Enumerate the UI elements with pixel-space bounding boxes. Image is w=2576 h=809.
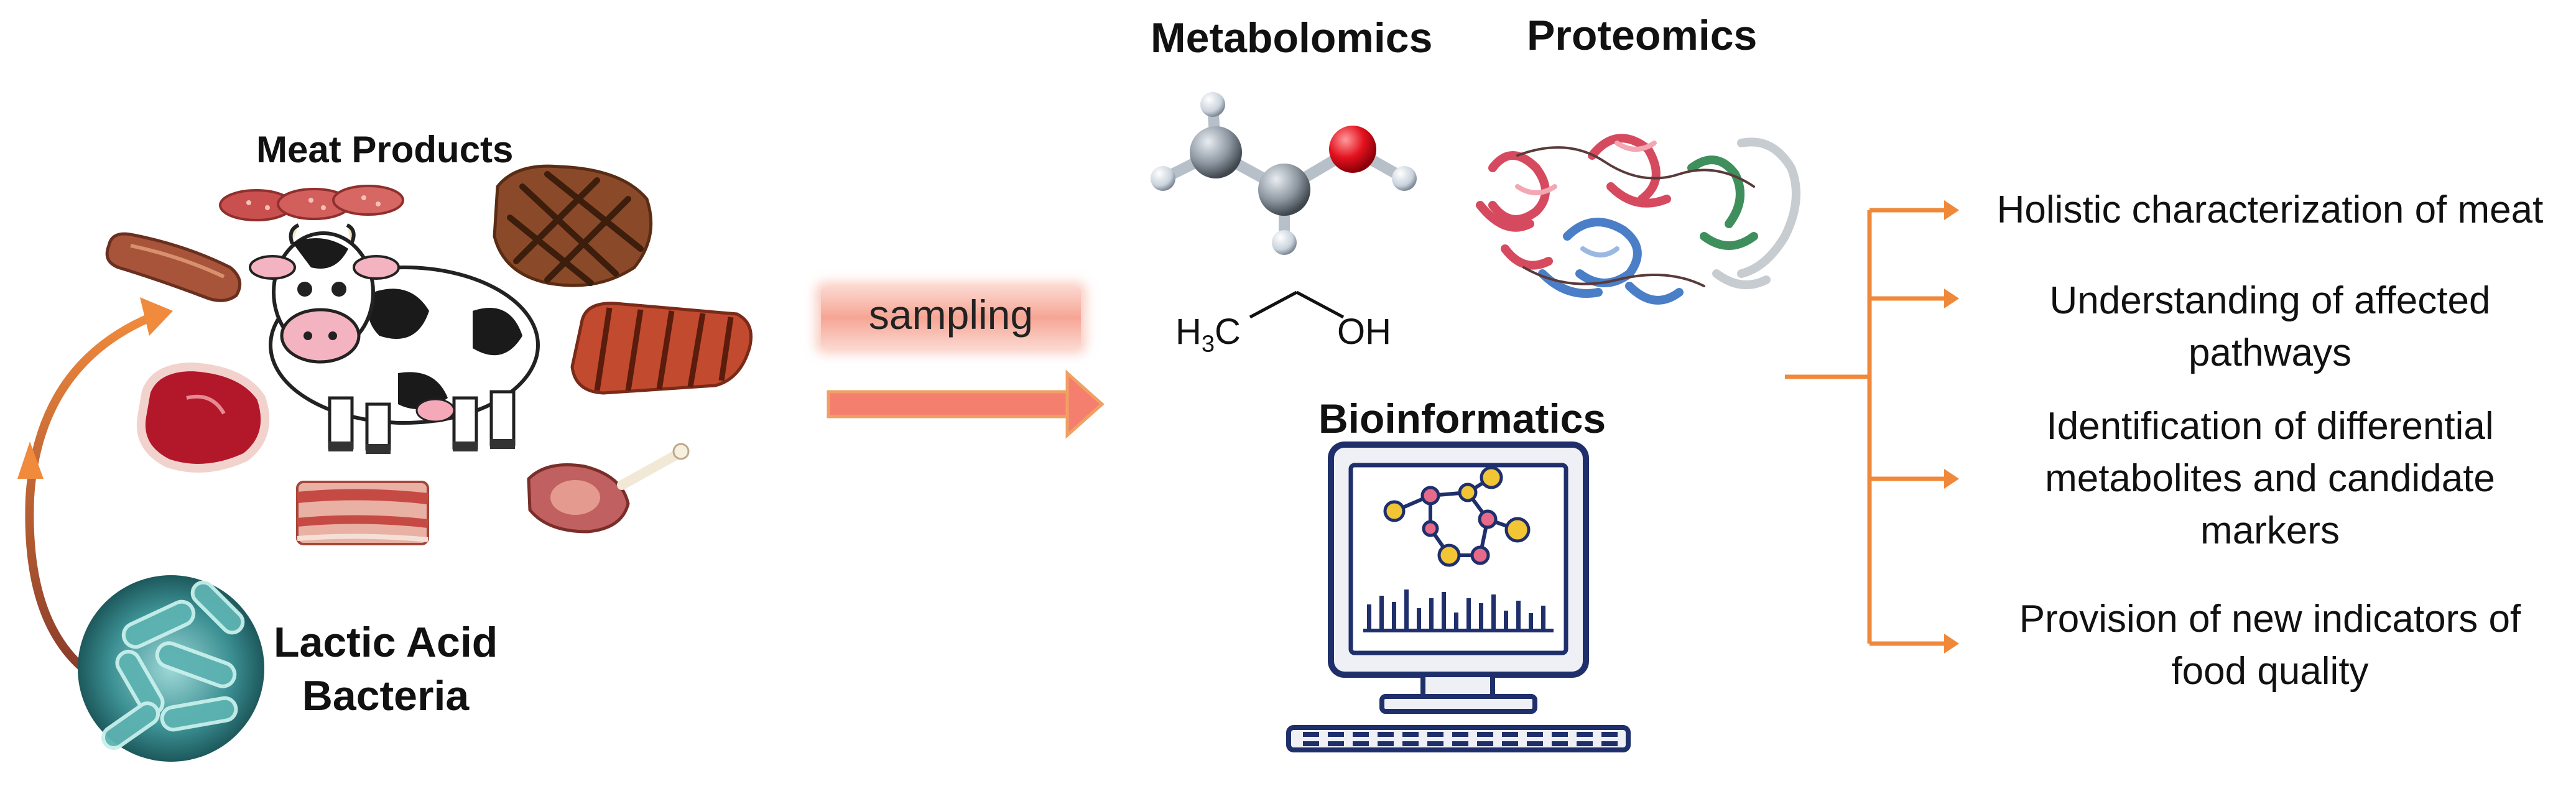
lactic-acid-bacteria-icon	[78, 575, 264, 762]
bacon-icon	[296, 481, 429, 545]
metabolomics-label: Metabolomics	[1151, 14, 1433, 62]
outcome-3: Identification of differential metabolit…	[1971, 400, 2569, 557]
sampling-box	[821, 287, 1081, 348]
bioinformatics-label: Bioinformatics	[1318, 395, 1606, 441]
grilled-slab-icon	[570, 302, 753, 395]
proteomics-label: Proteomics	[1527, 12, 1758, 59]
outcome-3-line-1: Identification of differential	[2046, 405, 2494, 448]
lab-line-2: Bacteria	[302, 672, 470, 719]
lactic-acid-bacteria-label: Lactic Acid Bacteria	[274, 616, 498, 723]
monitor-icon	[1286, 441, 1631, 752]
outcome-1-line-1: Holistic characterization of meat	[1996, 188, 2544, 231]
outcome-1: Holistic characterization of meat	[1971, 184, 2569, 236]
outcome-bracket	[1785, 208, 1947, 646]
lab-line-1: Lactic Acid	[274, 619, 498, 666]
outcome-3-line-2: metabolites and candidate	[2045, 457, 2495, 500]
outcome-3-line-3: markers	[2200, 509, 2340, 552]
lamb-chop-icon	[527, 443, 690, 534]
raw-steak-icon	[136, 362, 270, 473]
curved-bidirectional-arrow	[17, 297, 173, 676]
formula-c: C	[1215, 312, 1241, 352]
protein-structure-icon	[1476, 134, 1800, 305]
outcome-4-line-1: Provision of new indicators of	[2019, 598, 2521, 640]
outcome-arrowheads	[1944, 200, 1959, 654]
salami-slices-icon	[219, 185, 404, 221]
outcome-2-line-2: pathways	[2189, 331, 2351, 374]
formula-subscript: 3	[1201, 331, 1215, 358]
cow-icon	[249, 223, 540, 454]
formula-oh: OH	[1337, 312, 1391, 352]
ethanol-molecule-icon	[1151, 92, 1417, 255]
outcome-4-line-2: food quality	[2171, 650, 2369, 693]
skeletal-formula: H3C	[1175, 311, 1241, 358]
sampling-arrow	[827, 369, 1105, 439]
formula-h: H	[1175, 312, 1202, 352]
outcome-4: Provision of new indicators of food qual…	[1971, 593, 2569, 698]
skeletal-formula-bonds	[1249, 290, 1345, 319]
sampling-label: sampling	[868, 292, 1034, 338]
sausage-icon	[105, 232, 242, 302]
meat-products-label: Meat Products	[256, 129, 514, 170]
outcome-2-line-1: Understanding of affected	[2049, 279, 2491, 322]
outcome-2: Understanding of affected pathways	[1971, 275, 2569, 379]
grilled-steak-icon	[493, 164, 653, 287]
